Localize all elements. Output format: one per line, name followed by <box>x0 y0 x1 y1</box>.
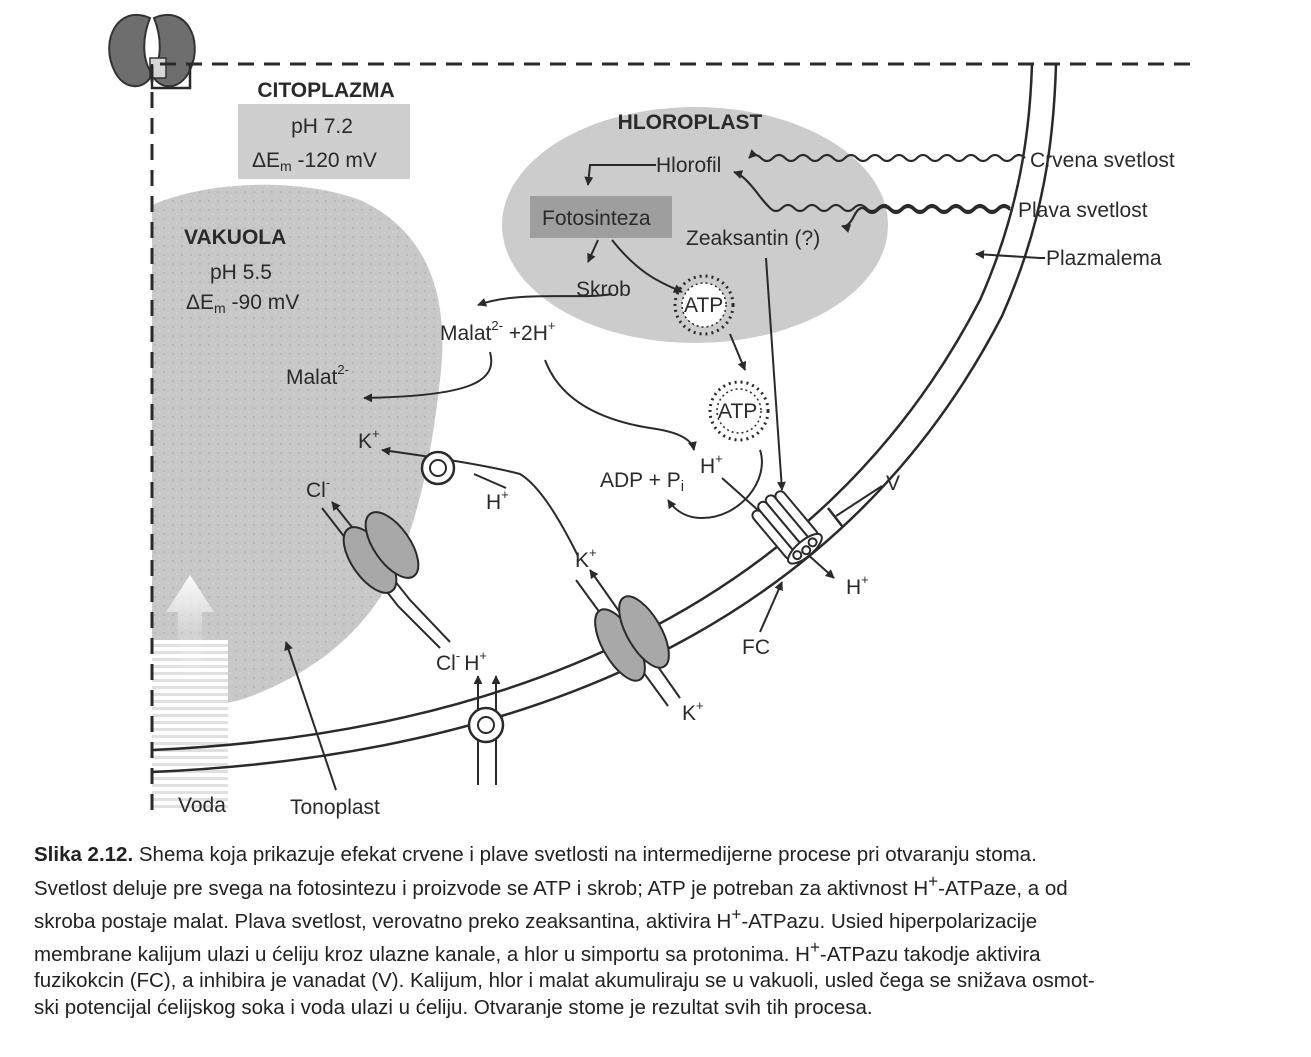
atp-burst-1 <box>673 274 735 336</box>
citoplazma-ph: pH 7.2 <box>291 115 353 138</box>
h-atpase-icon <box>751 490 823 565</box>
plava-svetlost-label: Plava svetlost <box>1018 199 1148 222</box>
water-arrow <box>152 575 228 808</box>
tonoplast-label: Tonoplast <box>290 796 380 819</box>
k-out-label: K+ <box>682 698 704 725</box>
v-label: V <box>886 472 900 495</box>
fotosinteza-box <box>530 196 672 238</box>
stomata-diagram: CITOPLAZMA pH 7.2 ΔEm -120 mV HLOROPLAST… <box>108 13 1200 819</box>
cl-h-label: Cl-H+ <box>436 648 487 675</box>
atp-label-2: ATP <box>718 400 757 423</box>
tonoplast-cl-channel <box>342 511 420 594</box>
figure-caption: Slika 2.12. Shema koja prikazuje efekat … <box>34 842 1306 1021</box>
caption-line-6: ski potencijal ćelijskog soka i voda ula… <box>34 995 873 1019</box>
cell-wall-dashed <box>150 62 1200 810</box>
caption-title: Slika 2.12. <box>34 843 134 866</box>
k-vac-label: K+ <box>358 426 380 453</box>
k-cyto-label: K+ <box>575 545 597 572</box>
cl-vac-label: Cl- <box>306 475 330 502</box>
plasmalemma-k-channel <box>594 595 670 682</box>
caption-line-3: skroba postaje malat. Plava svetlost, ve… <box>34 904 1038 933</box>
tonoplast-antiporter <box>420 450 456 486</box>
citoplazma-label: CITOPLAZMA <box>257 79 394 102</box>
plazmalema-label: Plazmalema <box>1046 247 1162 270</box>
plasmalemma-symporter <box>467 706 505 744</box>
fc-label: FC <box>742 636 770 659</box>
atp-label-1: ATP <box>684 294 723 317</box>
vakuola-em: ΔEm -90 mV <box>186 291 299 316</box>
vakuola-ph: pH 5.5 <box>210 261 272 284</box>
zeaksantin-label: Zeaksantin (?) <box>686 227 820 250</box>
adp-pi-label: ADP + Pi <box>600 469 684 495</box>
plasmalemma-outer <box>151 63 1058 774</box>
light-waves <box>733 149 1026 233</box>
caption-line-2: Svetlost deluje pre svega na fotosintezu… <box>34 871 1068 900</box>
h-antiport-label: H+ <box>486 487 509 514</box>
fotosinteza-label: Fotosinteza <box>542 207 651 230</box>
caption-line-5: fuzikokcin (FC), a inhibira je vanadat (… <box>34 969 1095 993</box>
plasmalemma-inner <box>151 63 1034 752</box>
hloroplast-label: HLOROPLAST <box>618 111 763 134</box>
vakuola-label: VAKUOLA <box>184 226 286 249</box>
h-atpase-label: H+ <box>700 451 723 478</box>
cytoplasm-info-box <box>238 104 410 179</box>
crvena-svetlost-label: Crvena svetlost <box>1030 149 1175 172</box>
atp-burst-2 <box>708 380 770 442</box>
voda-label: Voda <box>178 794 226 817</box>
hlorofil-label: Hlorofil <box>656 154 721 177</box>
citoplazma-em: ΔEm -120 mV <box>252 149 377 174</box>
pathway-arrows <box>284 164 835 791</box>
caption-line-4: membrane kalijum ulazi u ćeliju kroz ula… <box>34 938 1041 966</box>
h-out-label: H+ <box>846 572 869 599</box>
skrob-label: Skrob <box>576 278 631 301</box>
caption-line-1: Slika 2.12. Shema koja prikazuje efekat … <box>34 843 1037 866</box>
malat-cyto-label: Malat2- +2H+ <box>440 318 555 345</box>
guard-cell-icon <box>108 13 196 88</box>
malat-vac-label: Malat2- <box>286 362 349 389</box>
